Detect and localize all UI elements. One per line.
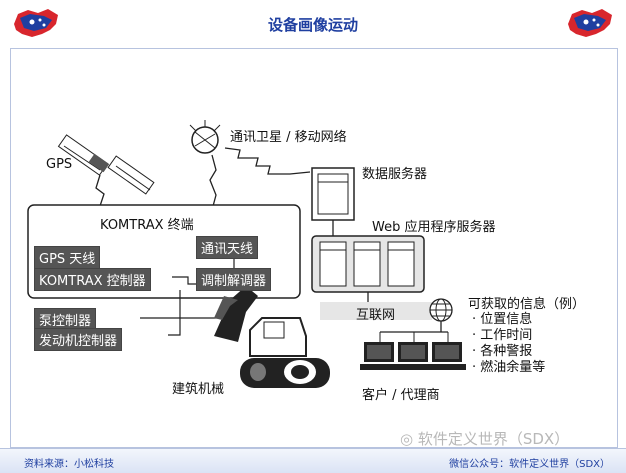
web-server-label: Web 应用程序服务器 <box>372 220 496 235</box>
list-item: 各种警报 <box>472 344 545 360</box>
source-text: 资料来源：小松科技 <box>24 459 114 470</box>
info-list: 位置信息 工作时间 各种警报 燃油余量等 <box>472 312 545 376</box>
pump-controller-label: 泵控制器 <box>34 308 97 331</box>
modem-label: 调制解调器 <box>196 268 272 291</box>
gps-label: GPS <box>46 157 73 172</box>
data-server-label: 数据服务器 <box>362 167 428 182</box>
list-item: 燃油余量等 <box>472 360 545 376</box>
komtrax-terminal-label: KOMTRAX 终端 <box>100 218 194 233</box>
server-signal-line <box>224 147 311 175</box>
page-title: 设备画像运动 <box>267 16 358 34</box>
internet-label: 互联网 <box>356 308 396 323</box>
globe-icon <box>429 298 453 322</box>
comm-antenna-label: 通讯天线 <box>196 236 259 259</box>
china-map-flag-icon <box>562 4 618 42</box>
list-item: 工作时间 <box>472 328 545 344</box>
watermark-text: 软件定义世界（SDX） <box>417 430 570 448</box>
china-map-flag-icon <box>8 4 64 42</box>
machine-label: 建筑机械 <box>172 382 225 397</box>
footer-bar <box>0 448 626 473</box>
engine-controller-label: 发动机控制器 <box>34 328 123 351</box>
watermark: ◎ 软件定义世界（SDX） <box>400 430 570 448</box>
satellite-label: 通讯卫星 / 移动网络 <box>230 130 347 145</box>
content-frame <box>10 48 618 448</box>
gps-signal-line <box>95 174 105 207</box>
clients-label: 客户 / 代理商 <box>362 388 440 403</box>
list-item: 位置信息 <box>472 312 545 328</box>
computer-icon <box>394 342 432 370</box>
komtrax-controller-label: KOMTRAX 控制器 <box>34 268 151 291</box>
internet-box <box>320 302 432 320</box>
gps-satellite-icon <box>57 134 155 195</box>
wechat-text: 微信公众号：软件定义世界（SDX） <box>449 459 610 470</box>
comm-satellite-icon <box>189 120 221 154</box>
gps-antenna-label: GPS 天线 <box>34 246 101 269</box>
computer-icon <box>428 342 466 370</box>
excavator-icon <box>214 286 330 388</box>
computer-icon <box>360 342 398 370</box>
info-title: 可获取的信息（例） <box>468 297 586 312</box>
